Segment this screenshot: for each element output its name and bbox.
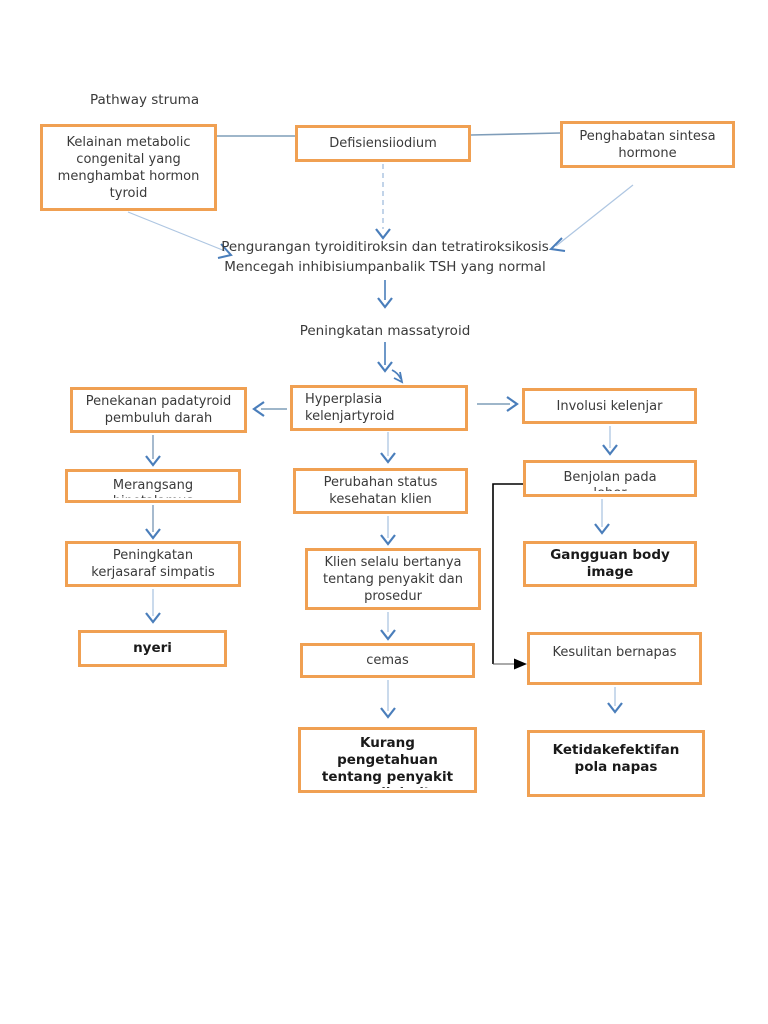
page-title: Pathway struma — [90, 92, 200, 108]
arrow-kesulitan-down — [607, 687, 623, 714]
arrow-cemas-down — [380, 680, 396, 719]
node-benjolan-pada: Benjolan pada leher — [523, 460, 697, 497]
arrow-defisiensi-down — [375, 164, 391, 240]
arrow-benjolan-down — [594, 499, 610, 535]
node-benjolan-label: Benjolan pada — [563, 470, 657, 485]
node-merangsang-clipped-text: hipotalamus — [113, 494, 193, 498]
arrow-hyperplasia-right — [477, 396, 519, 412]
arrow-kerja-down — [145, 589, 161, 624]
node-merangsang-label: Merangsang — [112, 478, 194, 493]
text-peningkatan-massatyroid: Peningkatan massatyroid — [299, 323, 471, 339]
arrow-involusi-down — [602, 426, 618, 456]
arrow-hyperplasia-down — [380, 432, 396, 464]
node-merangsang: Merangsang hipotalamus — [65, 469, 241, 503]
node-kesulitan-bernapas: Kesulitan bernapas — [527, 632, 702, 685]
arrow-klien-down — [380, 612, 396, 641]
arrow-pengurangan-down — [377, 280, 393, 309]
arrow-perubahan-down — [380, 516, 396, 546]
text-pengurangan-tyroiditiroksin: Pengurangan tyroiditiroksin dan tetratir… — [221, 239, 549, 275]
arrow-penekanan-down — [145, 435, 161, 467]
arrow-merangsang-down — [145, 505, 161, 540]
link-defisiensi-penghabatan — [470, 132, 561, 136]
arrow-massa-down — [377, 342, 404, 384]
node-kurang-clipped-text: yang di derita — [336, 786, 439, 788]
arrow-hyperplasia-left — [252, 401, 287, 417]
connector-benjolan-kesulitan — [492, 483, 527, 670]
node-nyeri: nyeri — [78, 630, 227, 667]
node-involusi-kelenjar: Involusi kelenjar — [522, 388, 697, 424]
node-cemas: cemas — [300, 643, 475, 678]
node-benjolan-clipped-text: leher — [593, 486, 626, 491]
node-defisiensi-iodium: Defisiensiiodium — [295, 125, 471, 162]
